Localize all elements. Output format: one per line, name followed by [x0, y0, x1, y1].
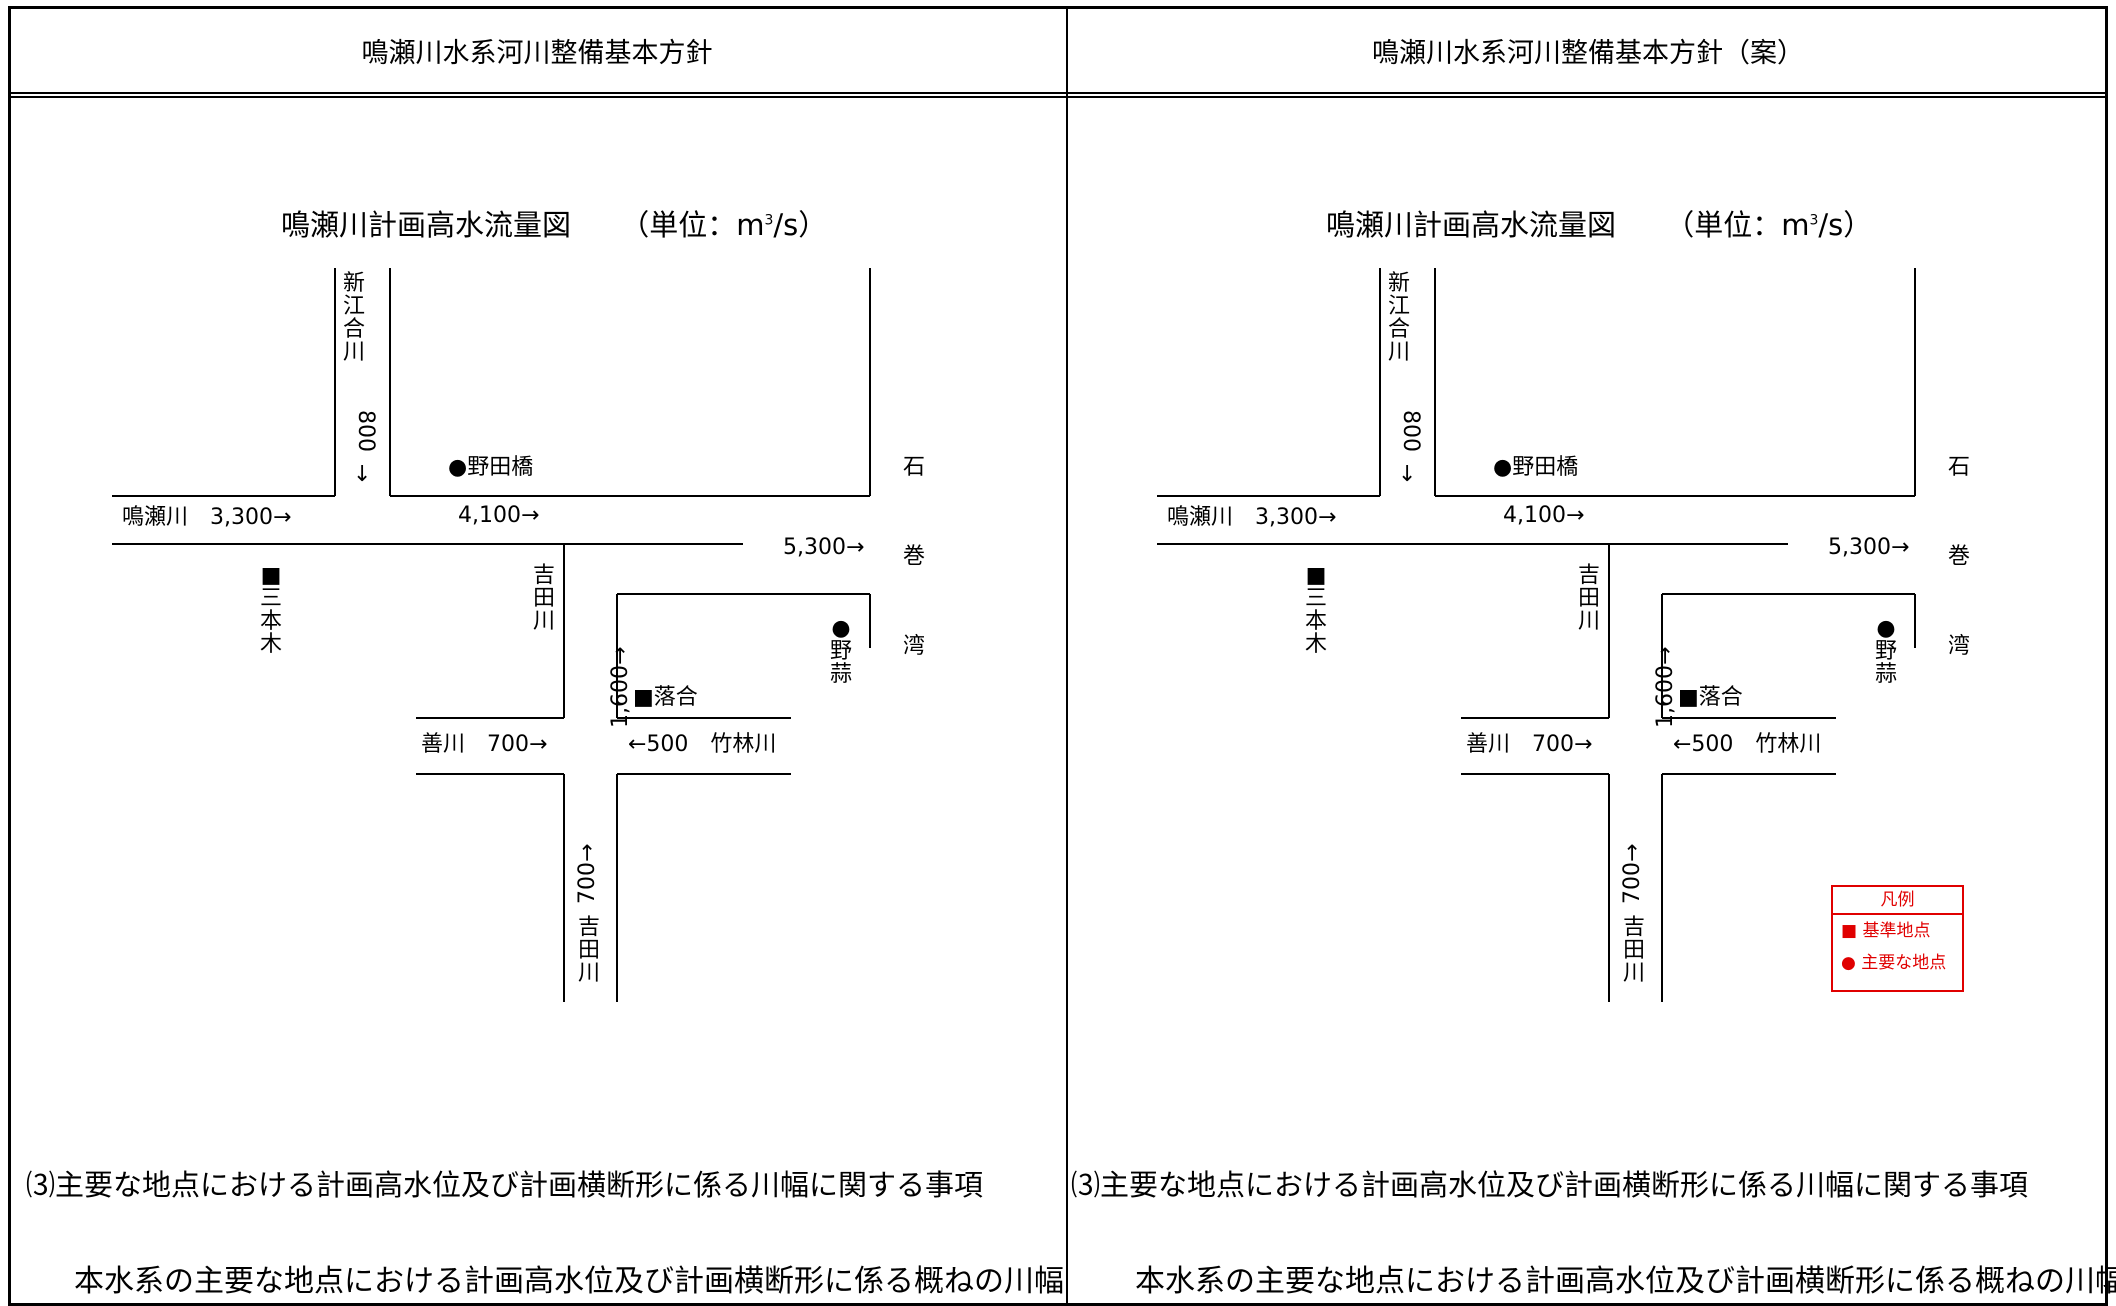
ishinomaki-char-1: 石	[1948, 455, 1971, 480]
legend-title: 凡例	[1833, 887, 1962, 915]
legend-item-main-point: ● 主要な地点	[1841, 953, 1947, 973]
flow-diagram-lines	[112, 268, 871, 1002]
yoshida-lower-label: 吉田川	[1622, 915, 1645, 987]
flow-4100-label: 4,100→	[458, 503, 540, 528]
zen-flow-label: 善川 700→	[1466, 732, 1593, 757]
flow-800-label: 800	[1398, 410, 1423, 452]
legend-item-reference-point: ■ 基準地点	[1841, 921, 1931, 941]
diagram-title-text: 鳴瀬川計画高水流量図	[1326, 208, 1617, 242]
yoshida-upper-label: 吉田川	[1577, 563, 1600, 635]
right-column: 鳴瀬川計画高水流量図 （単位：m3/s） 新江合川 800 ↓ ●野田橋 石 鳴…	[1053, 96, 2116, 1299]
naruse-flow-label: 鳴瀬川 3,300→	[1167, 505, 1337, 530]
naruse-flow-label: 鳴瀬川 3,300→	[122, 505, 292, 530]
unit-suffix: /s）	[773, 208, 828, 242]
down-arrow: ↓	[1398, 462, 1417, 487]
unit-suffix: /s）	[1818, 208, 1873, 242]
diagram-unit: （単位：m3/s）	[620, 208, 827, 242]
noburu-label: ●野蒜	[829, 616, 852, 688]
section-heading: ⑶主要な地点における計画高水位及び計画横断形に係る川幅に関する事項	[26, 1168, 984, 1202]
noburu-label: ●野蒜	[1874, 616, 1897, 688]
header-divider-2	[8, 96, 2108, 98]
shinegou-river-label: 新江合川	[1387, 271, 1410, 366]
yoshida-lower-label: 吉田川	[577, 915, 600, 987]
column-divider	[1066, 6, 1068, 1306]
chikurin-flow-label: ←500 竹林川	[1673, 732, 1822, 757]
unit-prefix: （単位：m	[620, 208, 765, 242]
left-column: 鳴瀬川計画高水流量図 （単位：m3/s） 新江合川 800 ↓ ●野田橋 石 鳴…	[8, 96, 1068, 1299]
diagram-title: 鳴瀬川計画高水流量図 （単位：m3/s）	[281, 202, 827, 244]
sanbongi-label: ■三本木	[1304, 563, 1327, 658]
section-heading: ⑶主要な地点における計画高水位及び計画横断形に係る川幅に関する事項	[1071, 1168, 2029, 1202]
flow-diagram-lines	[1157, 268, 1916, 1002]
flow-700-label: 700→	[1620, 843, 1645, 904]
sanbongi-label: ■三本木	[259, 563, 282, 658]
ishinomaki-char-1: 石	[903, 455, 926, 480]
shinegou-river-label: 新江合川	[342, 271, 365, 366]
nodabashi-label: ●野田橋	[1493, 455, 1579, 480]
diagram-unit: （単位：m3/s）	[1665, 208, 1872, 242]
ishinomaki-char-2: 巻	[1948, 544, 1971, 569]
left-header-title: 鳴瀬川水系河川整備基本方針	[361, 37, 713, 69]
right-header-title: 鳴瀬川水系河川整備基本方針（案）	[1372, 37, 1804, 69]
flow-1600-label: 1,600→	[608, 646, 633, 728]
diagram-title-text: 鳴瀬川計画高水流量図	[281, 208, 572, 242]
flow-700-label: 700→	[575, 843, 600, 904]
header-divider	[8, 92, 2108, 94]
unit-prefix: （単位：m	[1665, 208, 1810, 242]
yoshida-upper-label: 吉田川	[532, 563, 555, 635]
flow-5300-label: 5,300→	[1828, 535, 1910, 560]
flow-5300-label: 5,300→	[783, 535, 865, 560]
section-paragraph: 本水系の主要な地点における計画高水位及び計画横断形に係る概ねの川幅	[1135, 1264, 2116, 1299]
diagram-title: 鳴瀬川計画高水流量図 （単位：m3/s）	[1326, 202, 1872, 244]
section-paragraph: 本水系の主要な地点における計画高水位及び計画横断形に係る概ねの川幅	[74, 1264, 1064, 1299]
flow-800-label: 800	[353, 410, 378, 452]
ishinomaki-char-2: 巻	[903, 544, 926, 569]
ishinomaki-char-3: 湾	[1948, 634, 1971, 659]
chikurin-flow-label: ←500 竹林川	[628, 732, 777, 757]
ochiai-label: ■落合	[633, 685, 698, 710]
flow-4100-label: 4,100→	[1503, 503, 1585, 528]
zen-flow-label: 善川 700→	[421, 732, 548, 757]
unit-sup: 3	[1809, 212, 1819, 229]
flow-1600-label: 1,600→	[1653, 646, 1678, 728]
nodabashi-label: ●野田橋	[448, 455, 534, 480]
ochiai-label: ■落合	[1678, 685, 1743, 710]
ishinomaki-char-3: 湾	[903, 634, 926, 659]
down-arrow: ↓	[353, 462, 372, 487]
unit-sup: 3	[764, 212, 774, 229]
legend-box: 凡例 ■ 基準地点 ● 主要な地点	[1831, 885, 1964, 992]
